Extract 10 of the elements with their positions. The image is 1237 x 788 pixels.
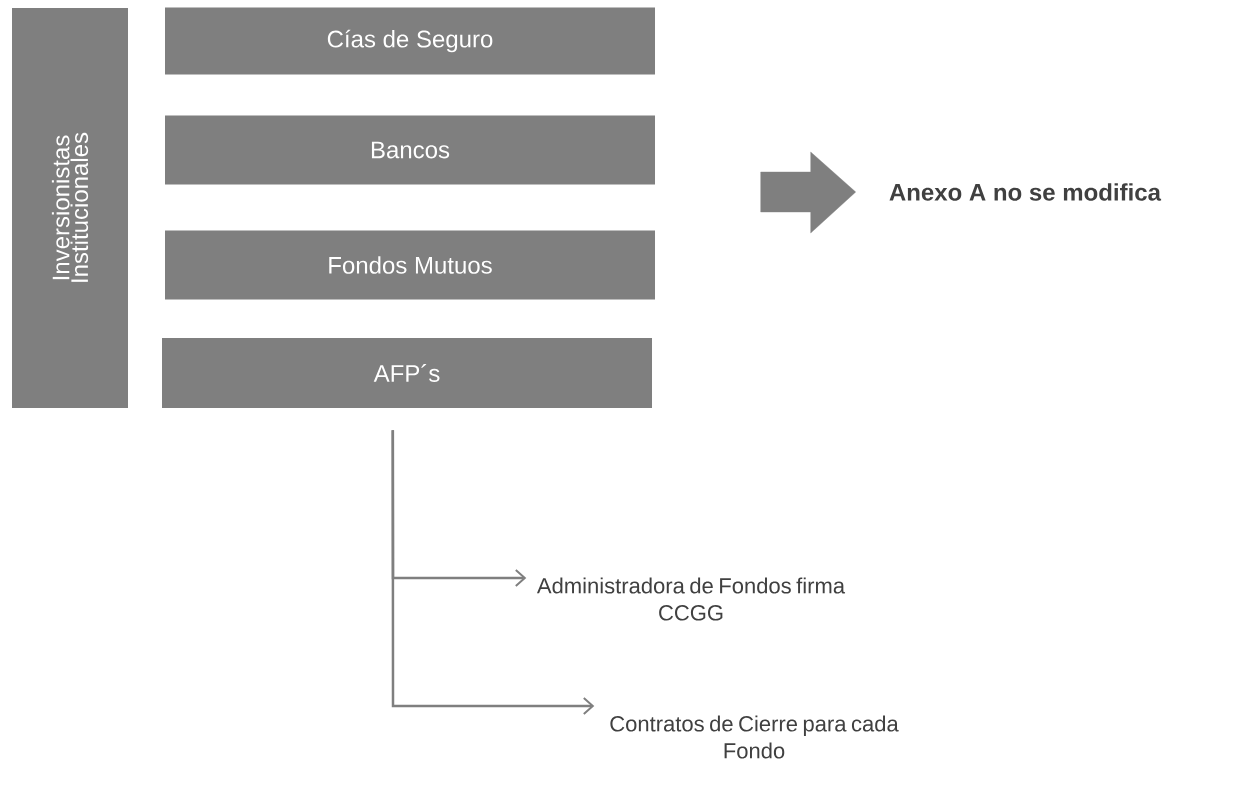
text-label: Anexo A no se modifica: [889, 183, 1162, 201]
category-box: AFP´s: [162, 338, 652, 408]
block-arrow: [760, 151, 856, 234]
text-label: Contratos de Cierre para cada Fondo: [610, 715, 899, 759]
category-box: Cías de Seguro: [165, 7, 655, 75]
text-label: Administradora de Fondos firma CCGG: [536, 577, 846, 621]
vertical-band: Inversionistas Institucionales: [12, 8, 128, 408]
category-box: Fondos Mutuos: [165, 230, 655, 300]
category-box: Bancos: [165, 115, 655, 185]
arrow: [391, 430, 595, 715]
